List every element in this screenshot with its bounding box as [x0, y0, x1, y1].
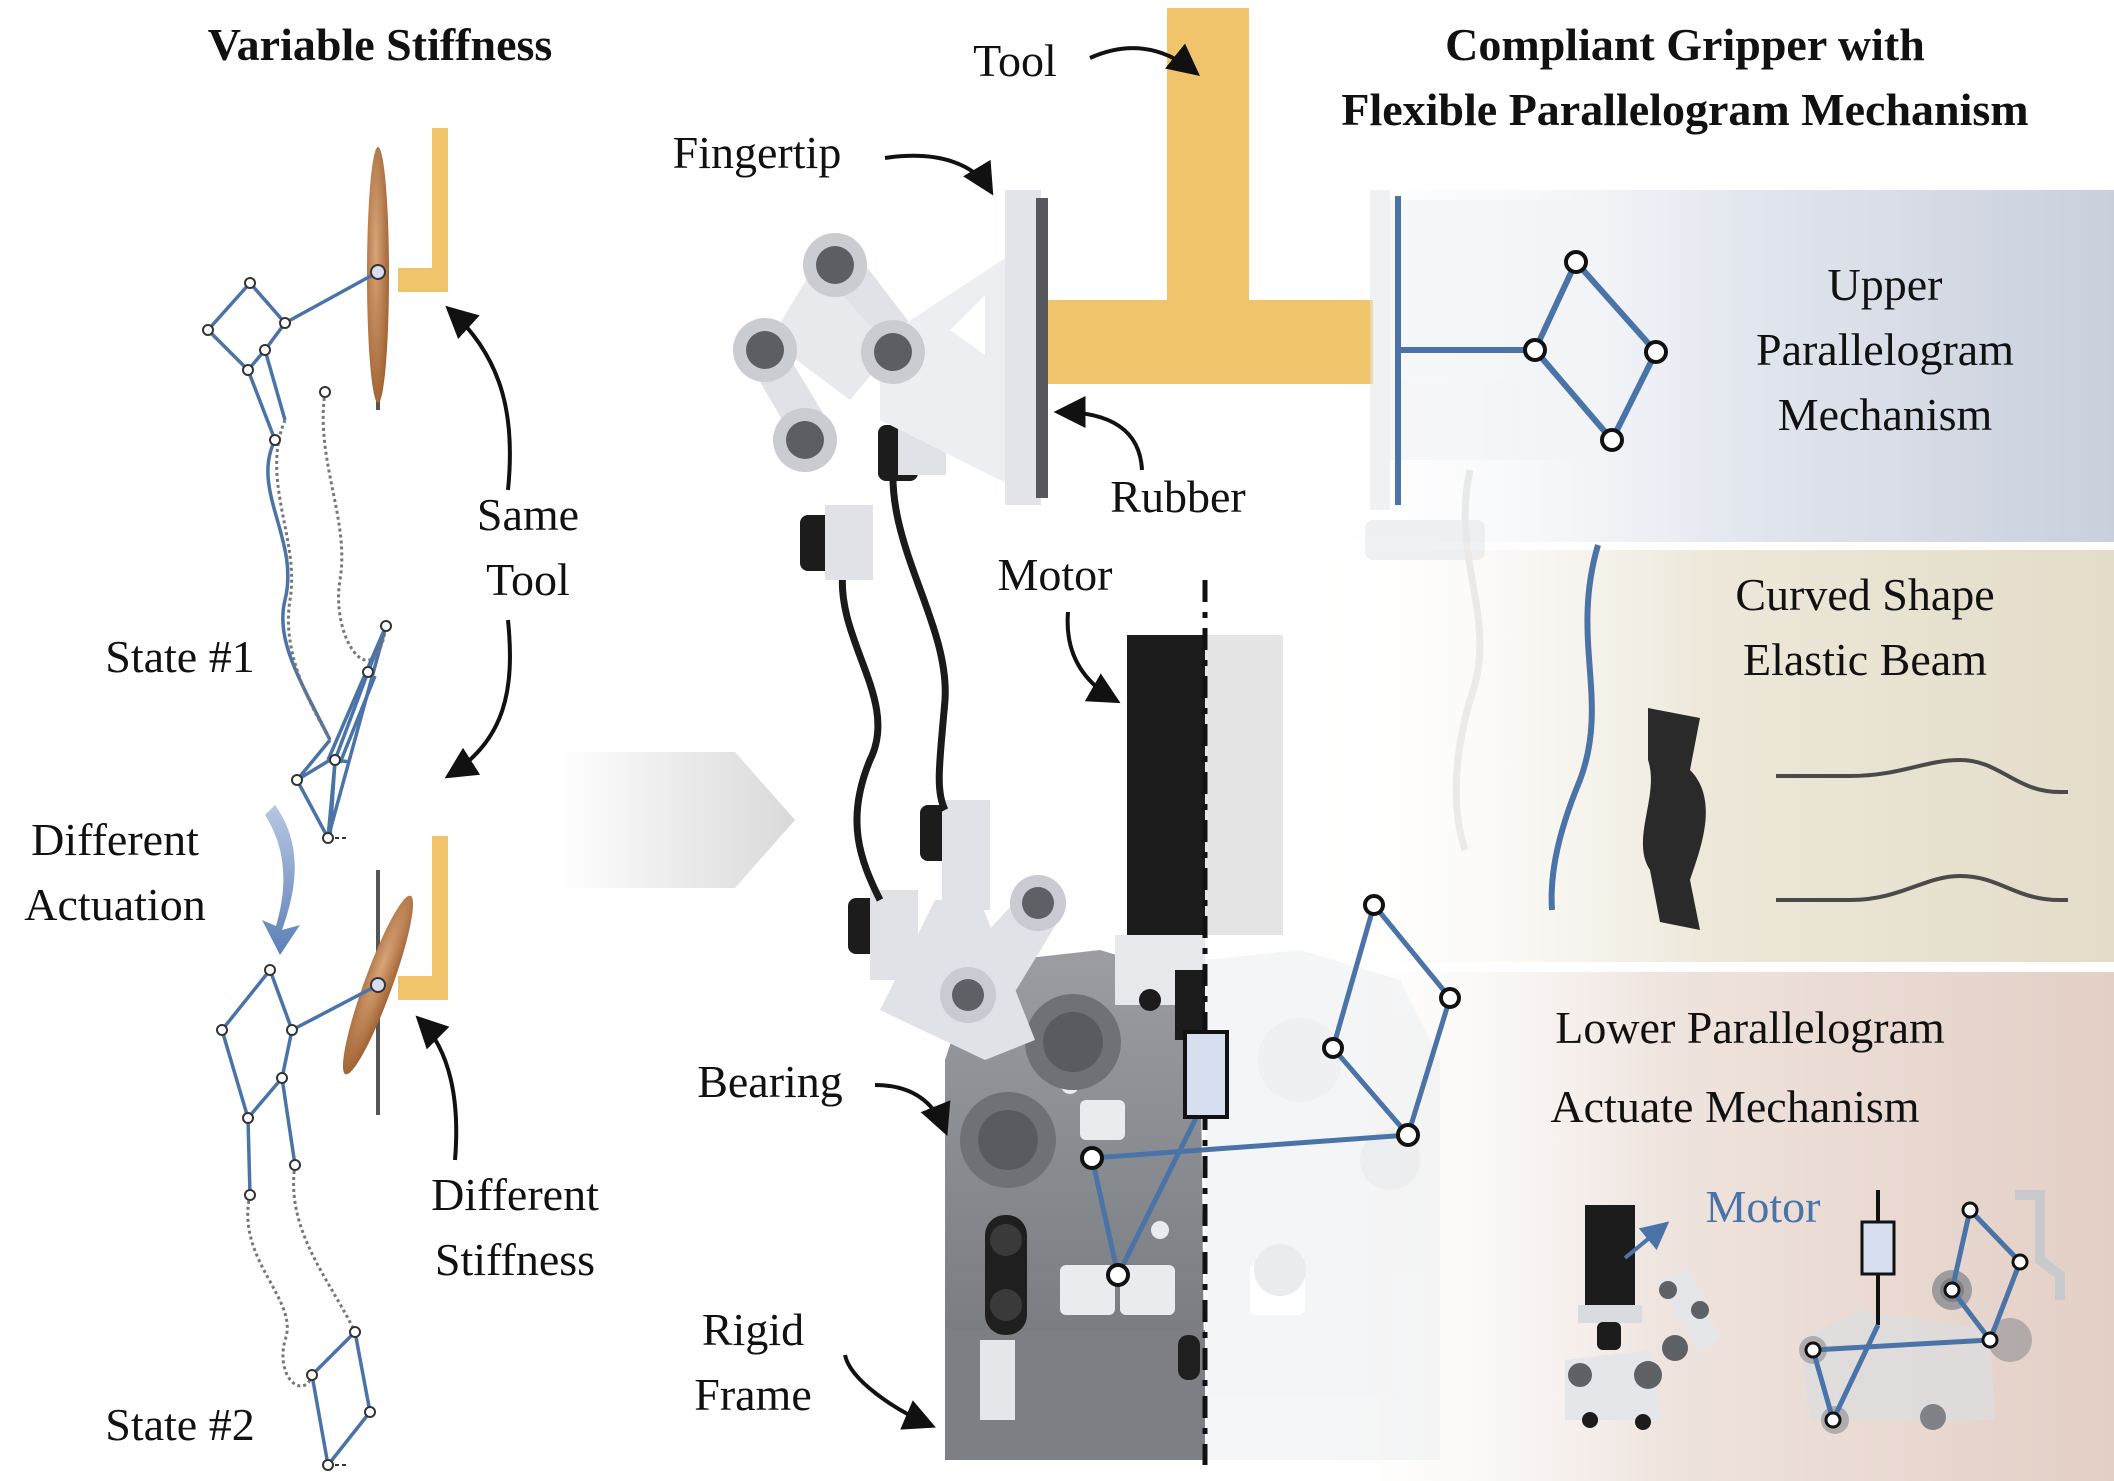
different-actuation-label-1: Different: [31, 814, 199, 865]
actuator-symbol-center: [1183, 1030, 1229, 1119]
same-tool-arrow-up: [445, 305, 512, 491]
state1-diagram: [202, 128, 448, 844]
right-title-1: Compliant Gripper with: [1445, 19, 1925, 70]
rigid-frame-arrow: [843, 1354, 936, 1430]
upper-label-1: Upper: [1828, 259, 1943, 310]
upper-label-3: Mechanism: [1778, 389, 1993, 440]
different-stiffness-label-2: Stiffness: [435, 1234, 595, 1285]
same-tool-label-2: Tool: [486, 554, 570, 605]
different-stiffness-label-1: Different: [431, 1169, 599, 1220]
beam-label-2: Elastic Beam: [1743, 634, 1987, 685]
rigid-frame-label-2: Frame: [694, 1369, 812, 1420]
lower-label-2: Actuate Mechanism: [1550, 1081, 1919, 1132]
upper-label-2: Parallelogram: [1756, 324, 2014, 375]
beam-inset: [1642, 708, 2068, 930]
lower-linkage-center: [1089, 903, 1453, 1277]
lower-inset-schematic: [1799, 1190, 2065, 1434]
motor-label: Motor: [998, 549, 1113, 600]
fingertip-arrow: [884, 153, 994, 196]
beam-label-1: Curved Shape: [1735, 569, 1994, 620]
gripper-right-half-ghost: [1205, 190, 1585, 1460]
state2-diagram: [216, 836, 448, 1471]
lower-inset-render: [1565, 1205, 1720, 1430]
lower-label-1: Lower Parallelogram: [1555, 1002, 1945, 1053]
gripper-left-half: [733, 190, 1205, 1460]
state1-label: State #1: [105, 631, 254, 682]
motor-arrow: [1065, 611, 1121, 704]
fingertip-label: Fingertip: [673, 127, 842, 178]
lower-linkage-center-joints: [1080, 894, 1461, 1287]
upper-parallelogram-diagram: [1395, 196, 1668, 911]
transition-arrow: [555, 752, 795, 888]
left-title: Variable Stiffness: [208, 19, 553, 70]
different-stiffness-arrow: [415, 1015, 459, 1161]
rubber-arrow: [1053, 396, 1144, 471]
different-actuation-arrow: [262, 805, 300, 955]
tool-shape: [1048, 8, 1373, 384]
motor-inset-label: Motor: [1706, 1181, 1821, 1232]
same-tool-arrow-down: [444, 619, 512, 779]
same-tool-label-1: Same: [477, 489, 579, 540]
bearing-label: Bearing: [697, 1056, 843, 1107]
rigid-frame-label-1: Rigid: [702, 1304, 804, 1355]
beam-panel-bg: [1290, 550, 2114, 962]
right-title-2: Flexible Parallelogram Mechanism: [1341, 84, 2028, 135]
tool-arrow: [1089, 43, 1200, 76]
tool-label: Tool: [973, 35, 1057, 86]
bearing-arrow: [874, 1083, 951, 1136]
different-actuation-label-2: Actuation: [24, 879, 205, 930]
rubber-label: Rubber: [1110, 471, 1245, 522]
state2-label: State #2: [105, 1399, 254, 1450]
